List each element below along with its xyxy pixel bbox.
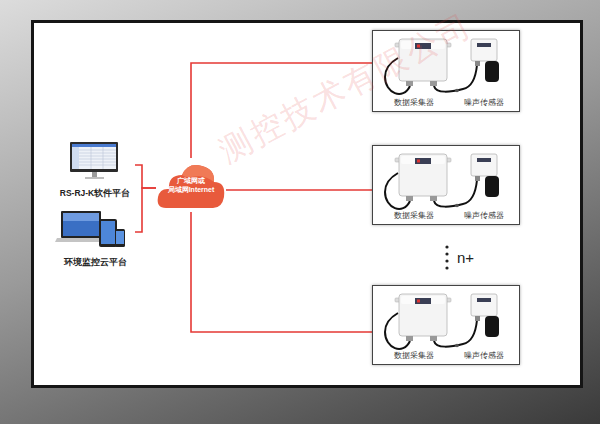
- network-link: [135, 165, 156, 188]
- device-illustration: [373, 146, 521, 210]
- platform-label: RS-RJ-K软件平台: [60, 188, 130, 198]
- device-label: 噪声传感器: [464, 211, 504, 221]
- network-label: 广域网或 局域网Internet: [160, 177, 222, 195]
- platform-label: 环境监控云平台: [64, 257, 127, 267]
- network-link: [191, 212, 372, 332]
- cloud-illustration: [156, 158, 226, 212]
- cloud-platform: 环境监控云平台: [55, 205, 135, 267]
- device-label: 数据采集器: [394, 98, 434, 108]
- network-link: [226, 189, 372, 191]
- device-label: 噪声传感器: [464, 98, 504, 108]
- software-platform: RS-RJ-K软件平台: [55, 138, 135, 197]
- device-label: 数据采集器: [394, 351, 434, 361]
- count-label: n+: [457, 249, 474, 266]
- device-label: 数据采集器: [394, 211, 434, 221]
- device-group: 数据采集器 噪声传感器: [372, 285, 520, 365]
- device-illustration: [373, 286, 521, 350]
- device-group: 数据采集器 噪声传感器: [372, 145, 520, 225]
- icon-illustration: [55, 205, 135, 251]
- network-link: [135, 188, 156, 232]
- network-cloud: 广域网或 局域网Internet: [156, 158, 226, 212]
- continuation-dots: [445, 245, 448, 269]
- icon-illustration: [55, 138, 135, 182]
- device-label: 噪声传感器: [464, 351, 504, 361]
